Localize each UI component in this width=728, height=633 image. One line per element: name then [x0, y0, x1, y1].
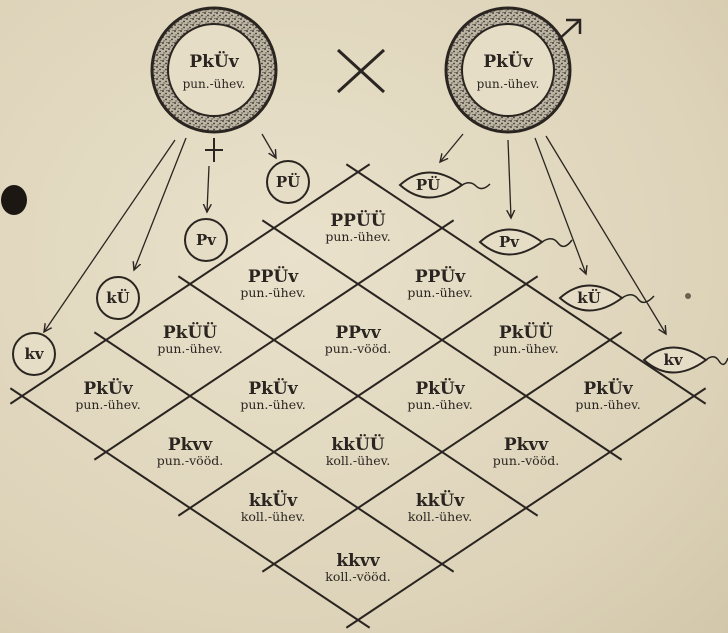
offspring-cell: kkÜv koll.-ühev. [241, 492, 305, 524]
male-gamete-pu [400, 173, 490, 198]
female-parent-phenotype: pun.-ühev. [183, 77, 246, 91]
male-symbol-icon [558, 20, 580, 40]
male-gamete-kv [644, 348, 728, 373]
offspring-cell: Pkvv pun.-vööd. [493, 436, 559, 468]
offspring-cell: PPÜv pun.-ühev. [407, 268, 472, 300]
male-gamete-ku [560, 286, 654, 311]
female-gamete-arrows [44, 134, 276, 332]
female-gamete-label: PÜ [276, 173, 300, 191]
cross-symbol [338, 50, 384, 92]
offspring-cell: kkvv koll.-vööd. [325, 552, 390, 584]
male-gamete-label: Pv [499, 233, 519, 251]
male-gamete-label: kÜ [577, 289, 600, 307]
offspring-cell: PPÜv pun.-ühev. [240, 268, 305, 300]
male-gamete-pv [480, 230, 572, 255]
offspring-cell: PkÜv pun.-ühev. [407, 380, 472, 412]
female-gamete-label: kÜ [106, 289, 129, 307]
male-gamete-label: kv [663, 351, 682, 369]
offspring-cell: PkÜv pun.-ühev. [75, 380, 140, 412]
female-parent-genotype: PkÜv [189, 53, 238, 71]
female-symbol-icon [205, 138, 223, 162]
offspring-cell: PPÜÜ pun.-ühev. [325, 212, 390, 244]
offspring-cell: PkÜÜ pun.-ühev. [493, 324, 558, 356]
offspring-cell: kkÜv koll.-ühev. [408, 492, 472, 524]
male-gamete-arrows [440, 134, 666, 334]
ink-dot [685, 293, 691, 299]
male-gamete-label: PÜ [416, 176, 440, 194]
female-gamete-label: kv [24, 345, 43, 363]
offspring-cell: Pkvv pun.-vööd. [157, 436, 223, 468]
offspring-cell: PkÜÜ pun.-ühev. [157, 324, 222, 356]
female-gamete-label: Pv [196, 231, 216, 249]
offspring-cell: PkÜv pun.-ühev. [575, 380, 640, 412]
offspring-cell: PkÜv pun.-ühev. [240, 380, 305, 412]
ink-blot [1, 185, 27, 215]
offspring-cell: PPvv pun.-vööd. [325, 324, 391, 356]
male-parent-genotype: PkÜv [483, 53, 532, 71]
offspring-cell: kkÜÜ koll.-ühev. [326, 436, 390, 468]
male-parent-phenotype: pun.-ühev. [477, 77, 540, 91]
